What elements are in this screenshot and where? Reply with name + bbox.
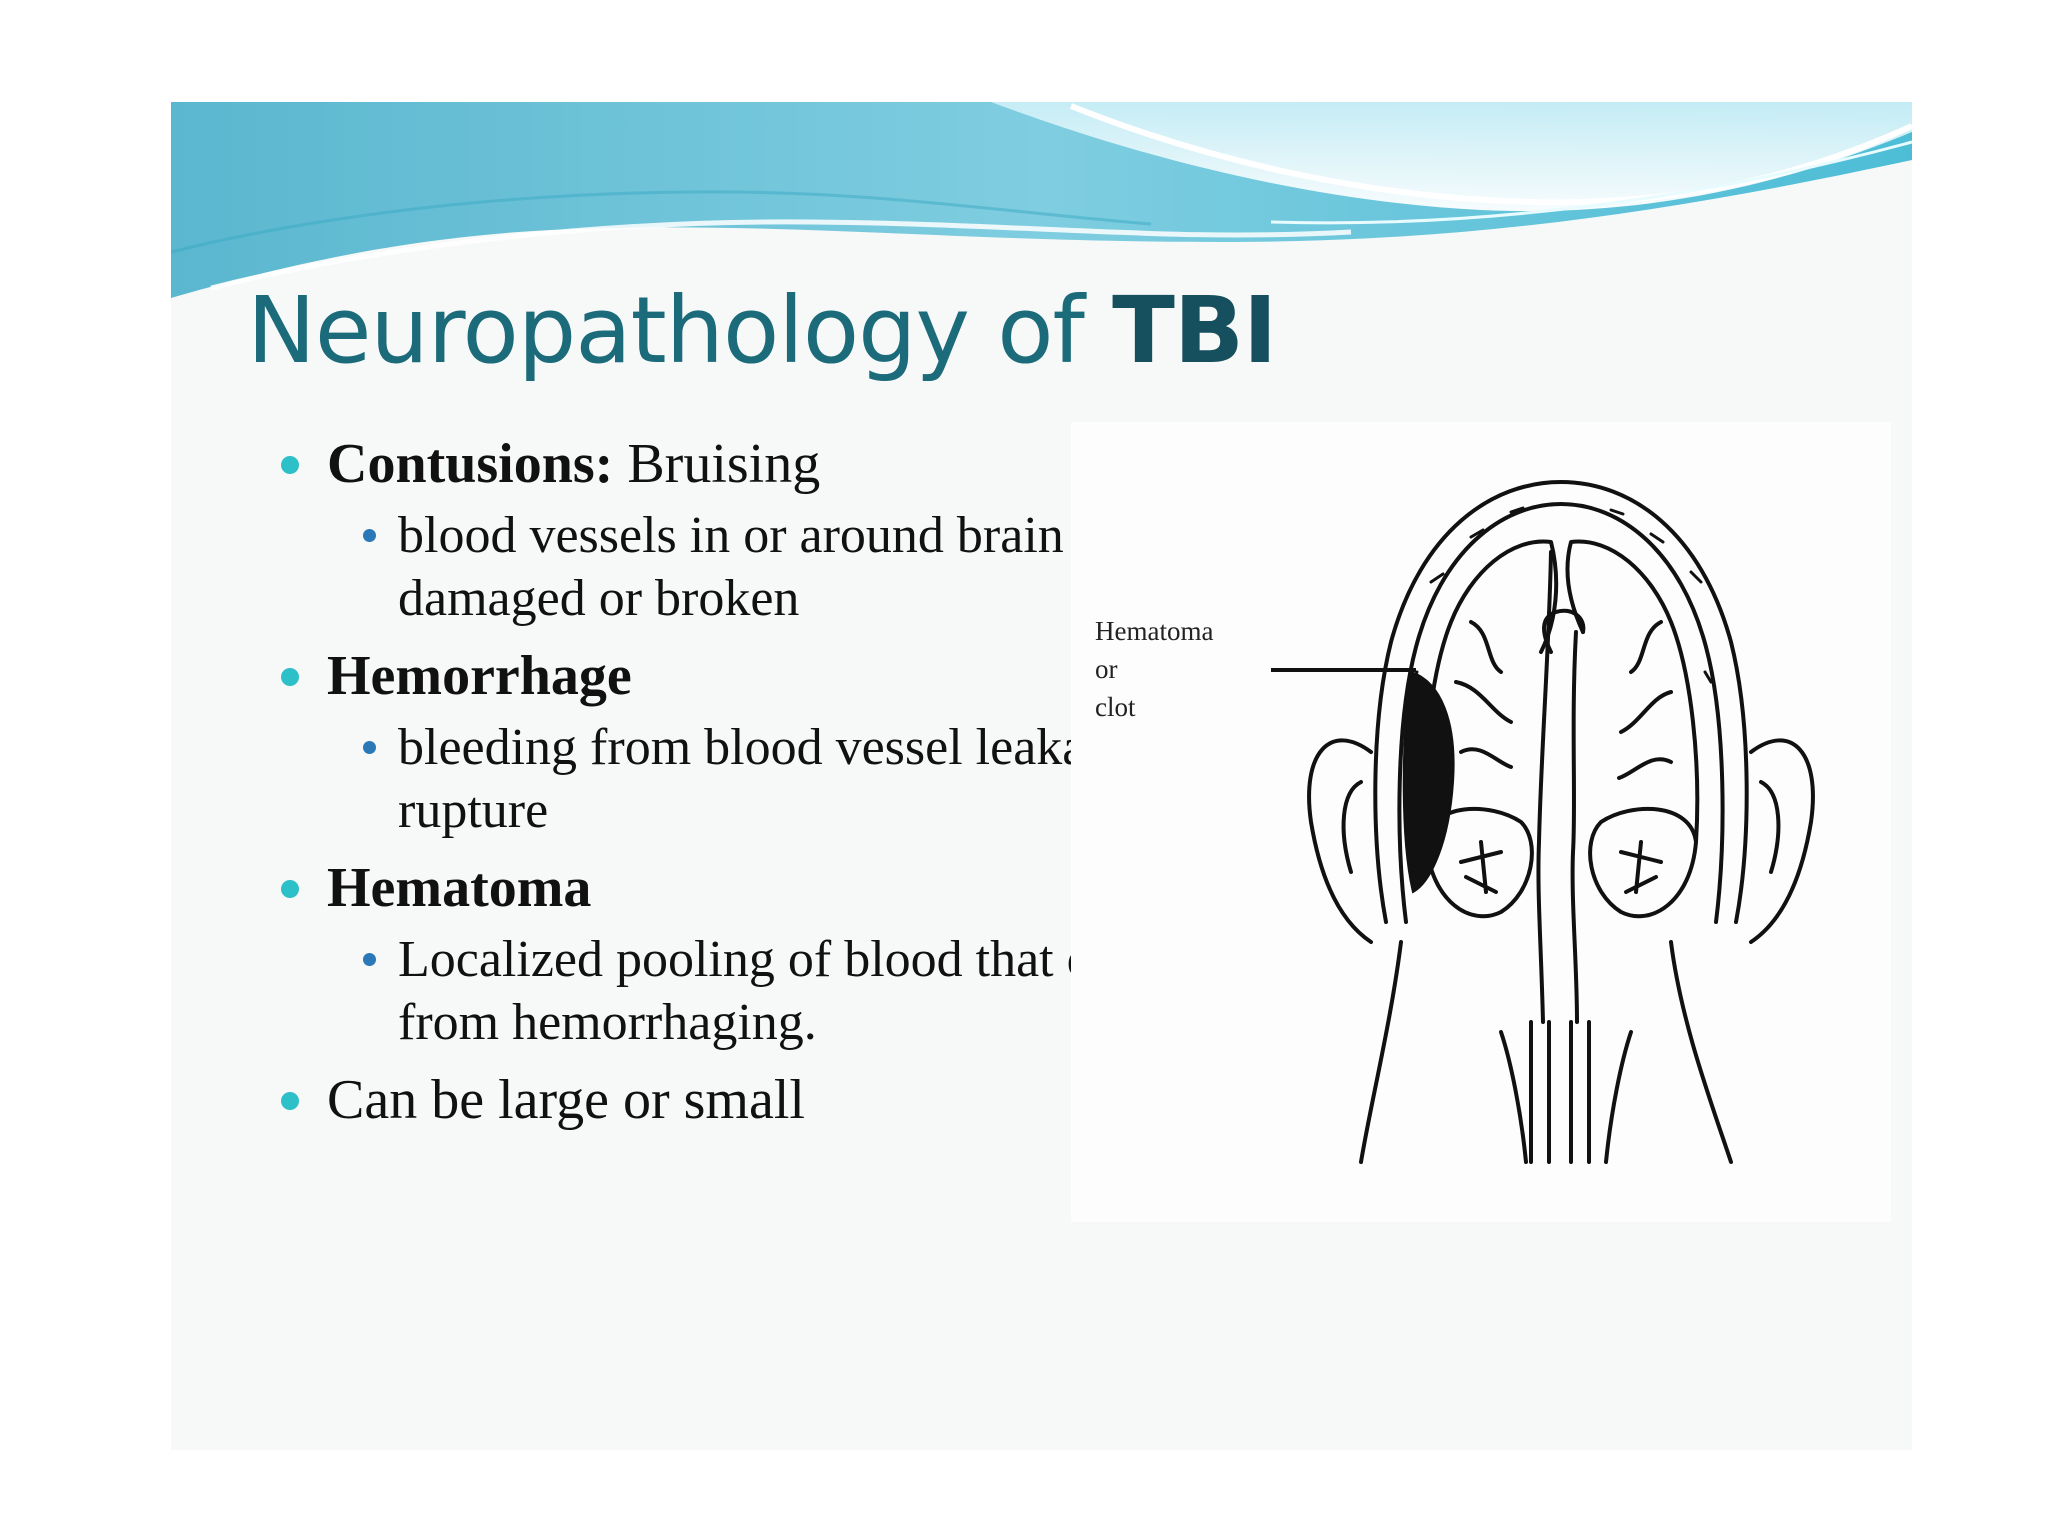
slide-title: Neuropathology of TBI (247, 277, 1277, 384)
bullet-text: Bruising (613, 433, 821, 495)
bullet-term: Hemorrhage (327, 645, 632, 707)
bullet-text: Can be large or small (327, 1069, 805, 1131)
sub-bullet-list: bleeding from blood vessel leakage ruptu… (327, 716, 1261, 842)
sub-bullet-item: blood vessels in or around brain are dam… (327, 504, 1261, 630)
sub-bullet-item: Localized pooling of blood that occurs f… (327, 928, 1261, 1054)
sub-bullet-list: blood vessels in or around brain are dam… (327, 504, 1261, 630)
bullet-item: Can be large or small (281, 1068, 1261, 1132)
brain-figure: Hematoma or clot (1071, 422, 1891, 1222)
sub-bullet-item: bleeding from blood vessel leakage ruptu… (327, 716, 1261, 842)
bullet-item: Hemorrhage bleeding from blood vessel le… (281, 644, 1261, 842)
title-regular: Neuropathology of (247, 277, 1113, 384)
sub-bullet-list: Localized pooling of blood that occurs f… (327, 928, 1261, 1054)
bullet-item: Hematoma Localized pooling of blood that… (281, 856, 1261, 1054)
bullet-item: Contusions: Bruising blood vessels in or… (281, 432, 1261, 630)
bullet-term: Hematoma (327, 857, 592, 919)
title-bold: TBI (1112, 277, 1277, 384)
brain-cross-section-illustration (1271, 480, 1815, 1164)
figure-label: Hematoma or clot (1095, 616, 1214, 722)
bullet-term: Contusions: (327, 433, 614, 495)
wave-banner (171, 102, 1912, 312)
slide: Neuropathology of TBI Contusions: Bruisi… (171, 102, 1912, 1450)
bullet-list: Contusions: Bruising blood vessels in or… (281, 432, 1261, 1146)
